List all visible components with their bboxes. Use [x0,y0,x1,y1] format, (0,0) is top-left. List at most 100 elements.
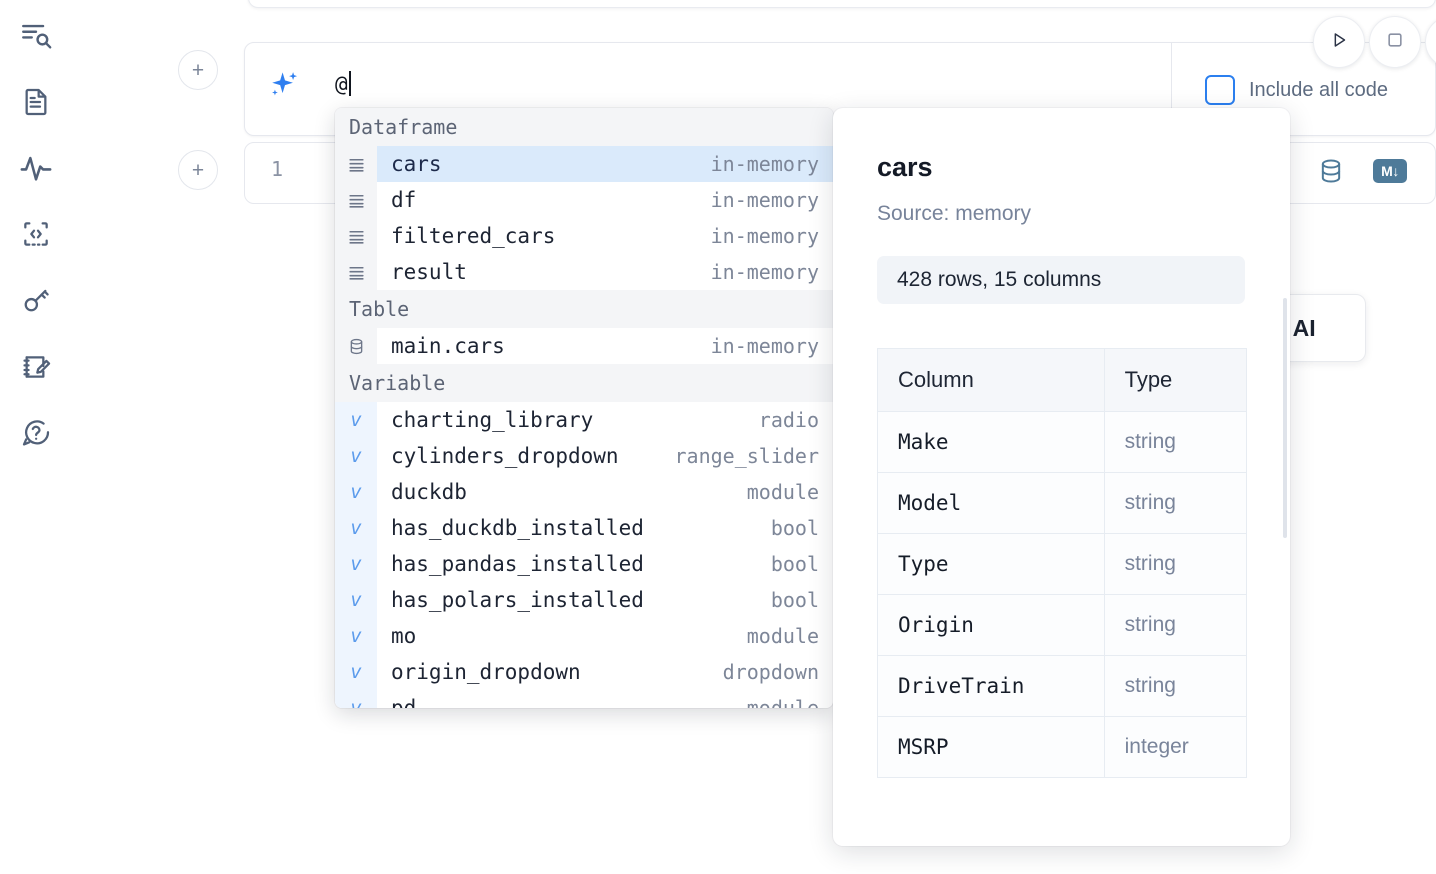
doc-shape-badge: 428 rows, 15 columns [877,256,1245,304]
stop-button[interactable] [1369,16,1421,68]
autocomplete-section-header: Dataframe [335,108,833,146]
code-snippet-icon [20,218,52,250]
autocomplete-item-body: result in-memory [377,254,833,290]
autocomplete-item-type: range_slider [674,444,820,468]
autocomplete-item[interactable]: v pd module [335,690,833,708]
autocomplete-item[interactable]: cars in-memory [335,146,833,182]
autocomplete-item-body: has_polars_installed bool [377,582,833,618]
autocomplete-dropdown[interactable]: Dataframe cars in-memory df in-memory filtere… [335,108,833,708]
autocomplete-item-name: pd [391,696,417,708]
dataframe-rows-icon [335,254,377,290]
variable-icon: v [335,582,377,618]
sidebar-item-activity[interactable] [14,146,58,190]
autocomplete-item-name: has_pandas_installed [391,552,644,576]
line-number: 1 [271,157,284,181]
plus-icon: + [191,58,205,82]
autocomplete-item-type: bool [770,588,819,612]
ai-prompt-input[interactable]: @ [335,71,351,96]
cell-column-type: string [1103,533,1248,595]
cell-column-name: Type [877,533,1105,595]
variable-icon: v [335,510,377,546]
dataframe-rows-icon [335,182,377,218]
variable-icon: v [335,546,377,582]
ai-sparkle-icon [267,69,301,103]
autocomplete-item[interactable]: v has_polars_installed bool [335,582,833,618]
include-all-code-label: Include all code [1249,78,1388,101]
text-cursor [348,71,351,96]
markdown-icon[interactable]: M↓ [1373,159,1407,183]
help-chat-icon [20,416,52,448]
autocomplete-item-type: radio [758,408,819,432]
autocomplete-item[interactable]: v charting_library radio [335,402,833,438]
include-all-code-row[interactable]: Include all code [1205,75,1388,105]
plus-icon: + [191,158,205,182]
autocomplete-item-type: in-memory [710,260,819,284]
autocomplete-item-type: in-memory [710,152,819,176]
dataframe-rows-icon [335,146,377,182]
autocomplete-item[interactable]: df in-memory [335,182,833,218]
autocomplete-item-name: duckdb [391,480,467,504]
autocomplete-item-name: result [391,260,467,284]
sidebar-item-secrets[interactable] [14,278,58,322]
scratchpad-edit-icon [20,350,52,382]
autocomplete-item-body: mo module [377,618,833,654]
database-icon[interactable] [1317,157,1345,185]
doc-title: cars [877,152,933,182]
variable-icon: v [335,402,377,438]
doc-scrollbar[interactable] [1283,298,1287,538]
variable-icon: v [335,618,377,654]
autocomplete-item-body: df in-memory [377,182,833,218]
run-cell-button[interactable] [1313,16,1365,68]
sidebar-item-file-text[interactable] [14,80,58,124]
cell-column-type: string [1103,472,1248,534]
autocomplete-item-name: charting_library [391,408,594,432]
autocomplete-item-type: module [746,624,819,648]
sidebar-item-help[interactable] [14,410,58,454]
database-icon [335,328,377,364]
table-column-header: Type [1103,348,1248,412]
sidebar-item-snippets[interactable] [14,212,58,256]
add-cell-button-top[interactable]: + [178,50,218,90]
autocomplete-item-name: df [391,188,417,212]
autocomplete-item-type: module [746,696,819,708]
cell-column-name: Model [877,472,1105,534]
autocomplete-item-name: has_duckdb_installed [391,516,644,540]
variable-icon: v [335,690,377,708]
autocomplete-item-name: mo [391,624,417,648]
add-cell-button-bottom[interactable]: + [178,150,218,190]
cell-column-type: integer [1103,716,1248,778]
include-all-code-checkbox[interactable] [1205,75,1235,105]
autocomplete-item-name: cars [391,152,442,176]
autocomplete-item-name: has_polars_installed [391,588,644,612]
previous-cell-edge [248,0,1436,8]
autocomplete-item-body: pd module [377,690,833,708]
cell-column-name: MSRP [877,716,1105,778]
sidebar-item-outline-search[interactable] [14,14,58,58]
autocomplete-item[interactable]: result in-memory [335,254,833,290]
autocomplete-item-type: in-memory [710,188,819,212]
autocomplete-item-name: main.cars [391,334,505,358]
variable-icon: v [335,474,377,510]
sidebar-rail [0,0,72,874]
variable-icon: v [335,654,377,690]
cell-action-icons: M↓ [1317,157,1407,185]
sidebar-item-scratchpad[interactable] [14,344,58,388]
cell-column-type: string [1103,594,1248,656]
